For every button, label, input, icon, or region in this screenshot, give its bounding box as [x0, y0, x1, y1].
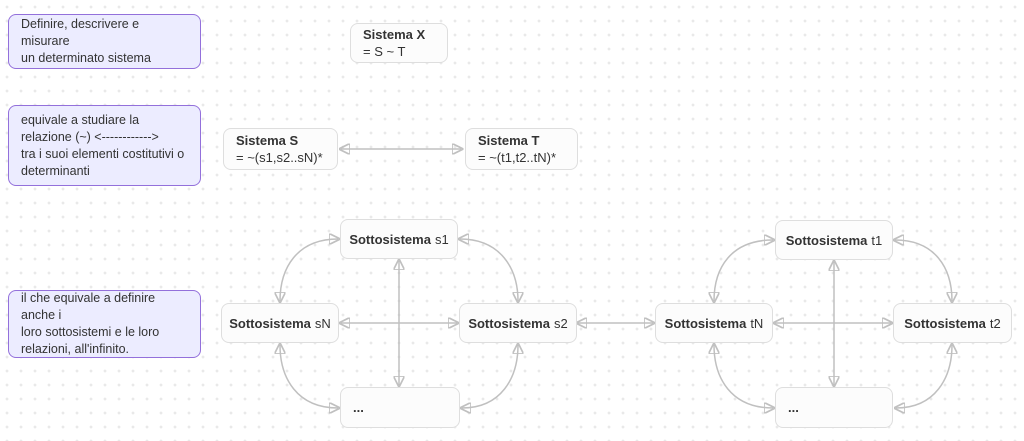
node-sottosistema-t1-id: t1 — [871, 232, 883, 248]
node-sottosistema-s2-id: s2 — [553, 315, 568, 331]
note-sottosistemi-infinito: il che equivale a definire anche i loro … — [8, 290, 201, 358]
node-sottosistema-sN: Sottosistema sN — [221, 303, 339, 343]
node-sottosistema-tN: Sottosistema tN — [655, 303, 773, 343]
node-sottosistema-s-more: ... — [340, 387, 460, 428]
node-sistema-x: Sistema X = S ~ T — [350, 23, 448, 63]
node-sistema-x-title: Sistema X — [363, 27, 426, 42]
node-sottosistema-t1-label: Sottosistema — [785, 232, 868, 248]
node-sistema-t: Sistema T = ~(t1,t2..tN)* — [465, 128, 578, 170]
node-sottosistema-tN-label: Sottosistema — [664, 315, 747, 331]
node-sistema-s-formula: = ~(s1,s2..sN)* — [236, 150, 323, 165]
edge-t2-tmore — [896, 345, 952, 408]
edge-tN-tmore — [714, 345, 773, 408]
node-sistema-x-formula: = S ~ T — [363, 44, 406, 59]
node-sottosistema-t2-label: Sottosistema — [904, 315, 986, 331]
edge-t1-t2 — [895, 240, 952, 301]
node-sottosistema-s1-id: s1 — [434, 231, 449, 247]
node-sottosistema-sN-label: Sottosistema — [229, 315, 311, 331]
node-sottosistema-s-more-label: ... — [353, 400, 364, 415]
edge-tN-t1 — [714, 240, 773, 301]
node-sistema-s-title: Sistema S — [236, 133, 299, 148]
edge-sN-s1 — [280, 239, 338, 301]
node-sottosistema-t-more: ... — [775, 387, 893, 428]
node-sottosistema-s2: Sottosistema s2 — [459, 303, 577, 343]
note-relazione: equivale a studiare la relazione (~) <--… — [8, 105, 201, 186]
node-sottosistema-s1-label: Sottosistema — [349, 231, 431, 247]
node-sottosistema-s2-label: Sottosistema — [468, 315, 550, 331]
node-sottosistema-t2-id: t2 — [989, 315, 1001, 331]
node-sistema-t-title: Sistema T — [478, 133, 540, 148]
node-sistema-s: Sistema S = ~(s1,s2..sN)* — [223, 128, 338, 170]
edge-sN-smore — [280, 345, 338, 408]
node-sottosistema-t1: Sottosistema t1 — [775, 220, 893, 260]
node-sistema-t-formula: = ~(t1,t2..tN)* — [478, 150, 557, 165]
edge-s1-s2 — [460, 239, 518, 301]
node-sottosistema-sN-id: sN — [314, 315, 331, 331]
node-sottosistema-t-more-label: ... — [788, 400, 799, 415]
node-sottosistema-s1: Sottosistema s1 — [340, 219, 458, 259]
note-definire-sistema: Definire, descrivere e misurare un deter… — [8, 14, 201, 69]
node-sottosistema-t2: Sottosistema t2 — [893, 303, 1012, 343]
edge-s2-smore — [462, 345, 518, 408]
node-sottosistema-tN-id: tN — [750, 315, 764, 331]
